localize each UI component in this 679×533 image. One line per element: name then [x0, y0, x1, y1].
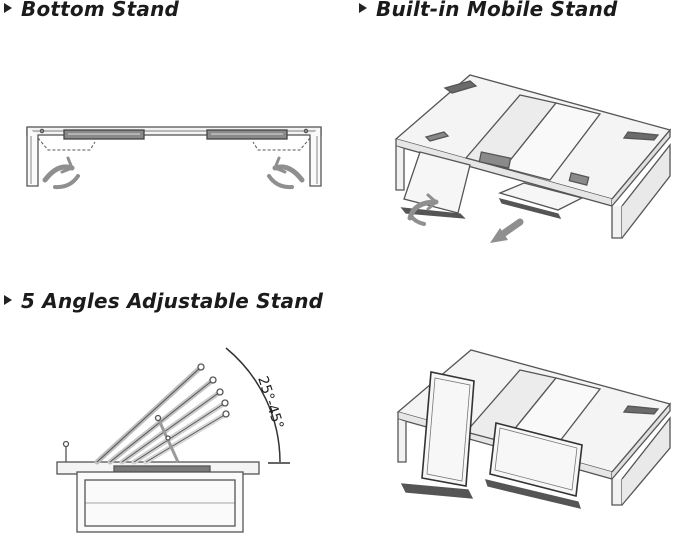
rotate-arrow-icon: [407, 193, 439, 226]
angle-range-label: 25°-45°: [254, 374, 286, 431]
rotate-arrow-icon: [42, 156, 80, 190]
triangle-bullet-icon: [4, 3, 12, 13]
heading-adjustable-stand: 5 Angles Adjustable Stand: [4, 289, 323, 313]
rotate-arrow-icon: [267, 156, 305, 190]
heading-label: 5 Angles Adjustable Stand: [21, 289, 324, 313]
heading-label: Built-in Mobile Stand: [376, 0, 618, 21]
heading-label: Bottom Stand: [21, 0, 180, 21]
slide-arrow-icon: [490, 218, 524, 243]
triangle-bullet-icon: [4, 295, 12, 305]
heading-bottom-stand: Bottom Stand: [4, 0, 179, 21]
bottom-stand-illustration: [26, 126, 322, 187]
stand-with-devices-illustration: [396, 349, 672, 509]
triangle-bullet-icon: [359, 3, 367, 13]
mobile-stand-illustration: [394, 74, 672, 239]
adjustable-stand-illustration: [56, 347, 290, 533]
heading-mobile-stand: Built-in Mobile Stand: [359, 0, 618, 21]
